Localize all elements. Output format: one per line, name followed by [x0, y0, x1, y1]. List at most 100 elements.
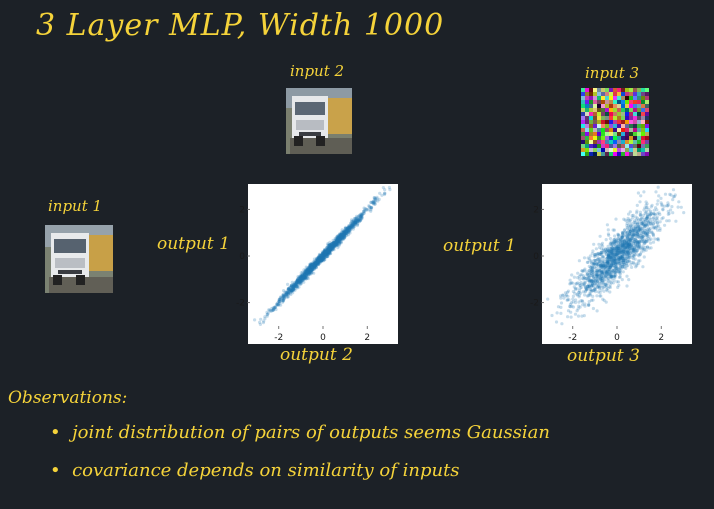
scatter-point [290, 285, 294, 289]
scatter-point [605, 260, 609, 264]
scatter-point [311, 264, 316, 268]
scatter-point [645, 205, 649, 210]
scatter-point [329, 246, 333, 250]
scatter-point [596, 268, 600, 272]
scatter-point [612, 264, 616, 268]
noise-pixel [585, 120, 589, 124]
scatter-point [291, 282, 295, 286]
scatter-point [621, 265, 625, 269]
scatter-point [577, 295, 581, 299]
scatter-point [633, 257, 637, 261]
scatter-point [644, 210, 648, 214]
noise-pixel [601, 140, 605, 144]
scatter-point [606, 253, 610, 257]
scatter-point [328, 243, 332, 247]
scatter-point [629, 237, 633, 241]
scatter-point [292, 284, 296, 288]
scatter-point [314, 261, 318, 265]
scatter-point [611, 241, 615, 245]
scatter-point [322, 253, 326, 257]
scatter-point [303, 273, 307, 277]
scatter-point [643, 211, 647, 216]
scatter-point [330, 246, 335, 250]
scatter-point [283, 294, 287, 298]
scatter-point [622, 265, 627, 269]
scatter-point [631, 249, 635, 253]
scatter-point [620, 250, 624, 254]
scatter-point [315, 258, 320, 262]
scatter-point [328, 240, 332, 244]
scatter-point [350, 224, 354, 228]
scatter-point [605, 256, 609, 260]
scatter-point [376, 199, 380, 203]
y-tick-label: -2 [530, 299, 539, 309]
scatter-point [569, 310, 573, 314]
scatter-point [602, 298, 606, 302]
scatter-point [638, 252, 642, 256]
scatter-point [316, 257, 320, 262]
scatter-point [635, 203, 639, 207]
scatter-point [317, 254, 321, 258]
scatter-point [642, 223, 646, 227]
scatter-point [358, 214, 362, 218]
noise-pixel [601, 92, 605, 96]
scatter-point [332, 243, 336, 248]
scatter-point [586, 284, 590, 288]
scatter-point [651, 240, 656, 244]
scatter-point [325, 251, 329, 255]
noise-pixel [589, 140, 593, 144]
scatter-point [573, 287, 577, 292]
noise-pixel [629, 88, 633, 92]
scatter-point [320, 257, 324, 261]
scatter-point [316, 260, 320, 264]
scatter-point [334, 237, 338, 241]
scatter-point [626, 216, 630, 220]
scatter-point [634, 236, 638, 240]
scatter-point [639, 232, 643, 236]
plot-1-xlabel: output 2 [280, 345, 353, 365]
scatter-point [320, 256, 324, 260]
scatter-point [623, 240, 627, 244]
scatter-point [662, 204, 666, 208]
scatter-point [626, 243, 630, 247]
scatter-point [599, 269, 603, 273]
scatter-point [604, 260, 608, 264]
scatter-point [363, 207, 367, 211]
scatter-point [306, 271, 310, 275]
noise-pixel [597, 128, 601, 132]
scatter-point [354, 216, 358, 220]
scatter-point [593, 287, 597, 291]
scatter-point [343, 235, 347, 239]
scatter-point [289, 288, 293, 292]
scatter-point [327, 249, 331, 253]
scatter-point [325, 246, 329, 250]
scatter-point [604, 269, 608, 273]
scatter-point [616, 270, 620, 274]
noise-pixel [633, 104, 637, 108]
scatter-point [618, 243, 622, 247]
scatter-point [313, 261, 317, 265]
scatter-point [607, 262, 611, 266]
scatter-point [351, 225, 355, 229]
scatter-point [625, 261, 629, 266]
scatter-point [645, 239, 649, 243]
scatter-point [615, 252, 619, 256]
scatter-point [630, 237, 634, 241]
scatter-point [319, 253, 323, 257]
noise-pixel [625, 112, 629, 116]
scatter-point [639, 213, 643, 217]
scatter-point [314, 261, 318, 265]
scatter-point [335, 243, 339, 247]
scatter-point [630, 214, 634, 218]
scatter-point [333, 241, 337, 246]
scatter-point [332, 244, 337, 248]
scatter-point [559, 311, 563, 315]
scatter-point [593, 276, 597, 280]
scatter-point [316, 259, 320, 263]
scatter-point [318, 255, 322, 259]
scatter-point [632, 239, 636, 244]
scatter-point [620, 246, 624, 250]
scatter-point [603, 264, 607, 268]
scatter-point [329, 246, 333, 250]
scatter-point [339, 235, 343, 239]
